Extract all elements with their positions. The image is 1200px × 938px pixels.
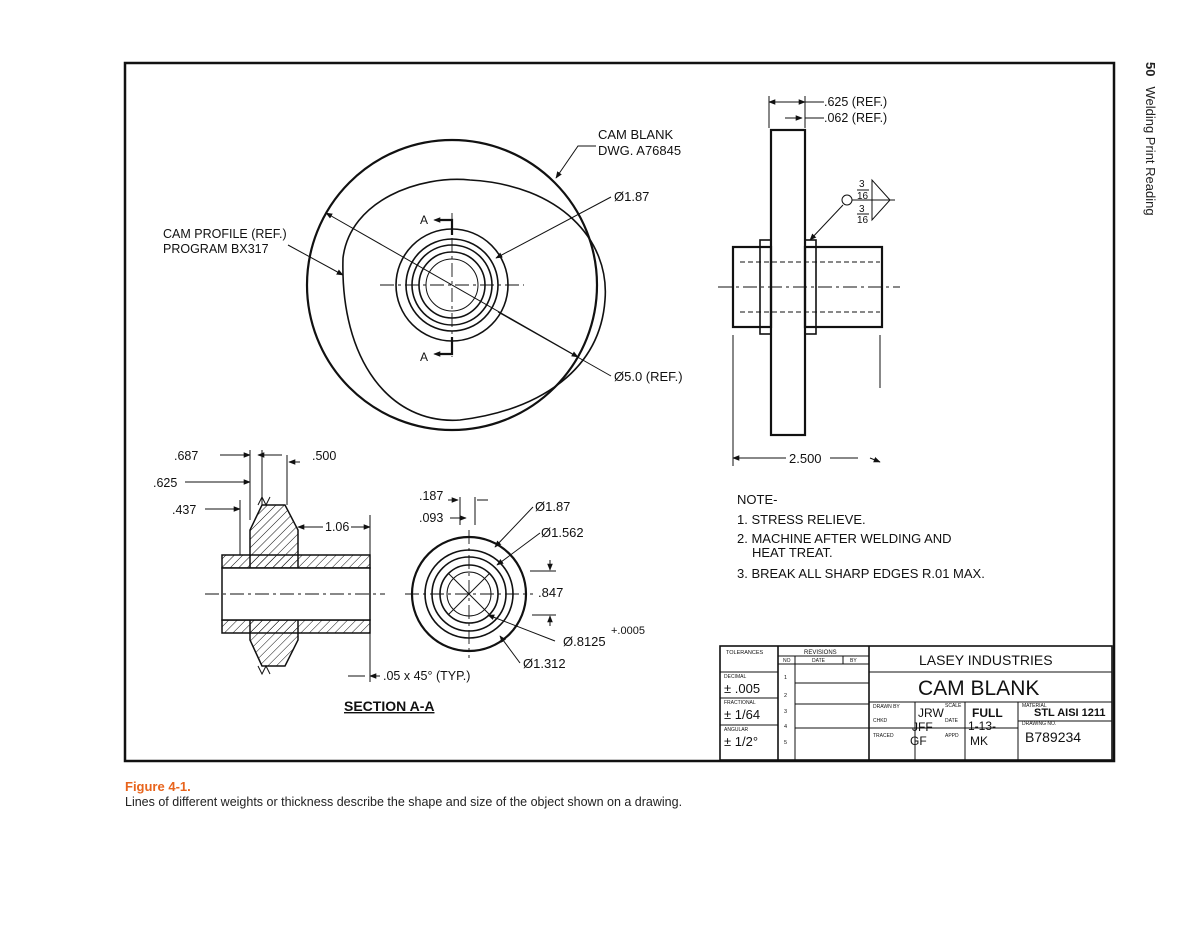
drawn-by-label: DRAWN BY: [873, 704, 900, 710]
front-view: A A: [287, 138, 612, 432]
figure-label: Figure 4-1.: [125, 779, 191, 794]
dim-687: .687: [174, 449, 198, 463]
material-label: MATERIAL: [1022, 703, 1047, 709]
side-view: [718, 96, 900, 466]
chamfer-note: .05 x 45° (TYP.): [383, 669, 470, 683]
rev-row-1: 1: [784, 675, 787, 681]
rev-row-5: 5: [784, 740, 787, 746]
revisions-label: REVISIONS: [804, 650, 837, 656]
rev-col-by: BY: [850, 658, 857, 664]
chkd-value: JFF: [912, 720, 933, 734]
dim-093: .093: [419, 511, 443, 525]
fractional-value: ± 1/64: [724, 707, 760, 722]
ref-diameter-label: Ø5.0 (REF.): [614, 369, 683, 384]
plate-ref-dimension: .062 (REF.): [824, 111, 887, 125]
drawing-number: B789234: [1025, 729, 1081, 745]
dim-437: .437: [172, 503, 196, 517]
cam-blank-label-2: DWG. A76845: [598, 143, 681, 158]
rev-row-2: 2: [784, 693, 787, 699]
notes-heading: NOTE-: [737, 492, 777, 507]
chkd-label: CHKD: [873, 718, 888, 724]
material-value: STL AISI 1211: [1034, 707, 1106, 719]
rev-row-3: 3: [784, 709, 787, 715]
figure-description: Lines of different weights or thickness …: [125, 795, 683, 809]
drawing-border: [123, 61, 1116, 763]
appd-label: APPD: [945, 733, 959, 739]
dia-8125: Ø.8125: [563, 634, 606, 649]
section-marker-top: A: [420, 213, 428, 227]
scale-value: FULL: [972, 706, 1003, 720]
rev-row-4: 4: [784, 724, 787, 730]
note-3: 3. BREAK ALL SHARP EDGES R.01 MAX.: [737, 566, 985, 581]
title-block: [719, 645, 1113, 761]
length-dimension: 2.500: [789, 451, 822, 466]
end-view: [405, 497, 556, 664]
cam-blank-label-1: CAM BLANK: [598, 127, 673, 142]
scale-label: SCALE: [945, 703, 962, 709]
date-value: 1-13-: [968, 719, 996, 733]
cam-profile-outline: [342, 178, 607, 421]
section-marker-bottom: A: [420, 350, 428, 364]
cam-profile-label-2: PROGRAM BX317: [163, 242, 269, 256]
traced-label: TRACED: [873, 733, 894, 739]
angular-label: ANGULAR: [724, 727, 749, 733]
cam-profile-label-1: CAM PROFILE (REF.): [163, 227, 287, 241]
figure-caption: Figure 4-1. Lines of different weights o…: [125, 779, 1125, 809]
drawn-by-value: JRW: [918, 706, 944, 720]
company-name: LASEY INDUSTRIES: [919, 652, 1053, 668]
dim-847: .847: [538, 585, 563, 600]
note-2-cont: HEAT TREAT.: [752, 545, 833, 560]
traced-value: GF: [910, 734, 927, 748]
overall-ref-dimension: .625 (REF.): [824, 95, 887, 109]
angular-value: ± 1/2°: [724, 734, 758, 749]
dia-187: Ø1.87: [535, 499, 570, 514]
tol-8125: +.0005: [611, 625, 645, 637]
fractional-label: FRACTIONAL: [724, 700, 756, 706]
dia-1562: Ø1.562: [541, 525, 584, 540]
note-2: 2. MACHINE AFTER WELDING AND: [737, 531, 952, 546]
cam-blank-outline: [305, 138, 599, 432]
part-name: CAM BLANK: [918, 677, 1039, 700]
dia-1312: Ø1.312: [523, 656, 566, 671]
cutting-plane-top: [438, 218, 454, 235]
section-a-a-view: [185, 450, 385, 682]
rev-col-date: DATE: [812, 658, 826, 664]
weld-top-den: 16: [857, 191, 869, 202]
note-1: 1. STRESS RELIEVE.: [737, 512, 866, 527]
rev-col-no: NO: [783, 658, 791, 664]
drawing-no-label: DRAWING NO.: [1022, 721, 1056, 727]
decimal-label: DECIMAL: [724, 674, 746, 680]
weld-bottom-num: 3: [859, 204, 865, 215]
tolerances-label: TOLERANCES: [726, 650, 764, 656]
decimal-value: ± .005: [724, 681, 760, 696]
weld-bottom-den: 16: [857, 215, 869, 226]
cam-plate-edge: [769, 128, 807, 437]
dim-106: 1.06: [325, 520, 349, 534]
hub-diameter-label: Ø1.87: [614, 189, 649, 204]
notes: NOTE- 1. STRESS RELIEVE. 2. MACHINE AFTE…: [737, 492, 985, 581]
dim-625: .625: [153, 476, 177, 490]
section-title: SECTION A-A: [344, 698, 434, 714]
dim-187: .187: [419, 489, 443, 503]
dim-500: .500: [312, 449, 336, 463]
date-label: DATE: [945, 718, 959, 724]
weld-top-num: 3: [859, 179, 865, 190]
appd-value: MK: [970, 734, 988, 748]
